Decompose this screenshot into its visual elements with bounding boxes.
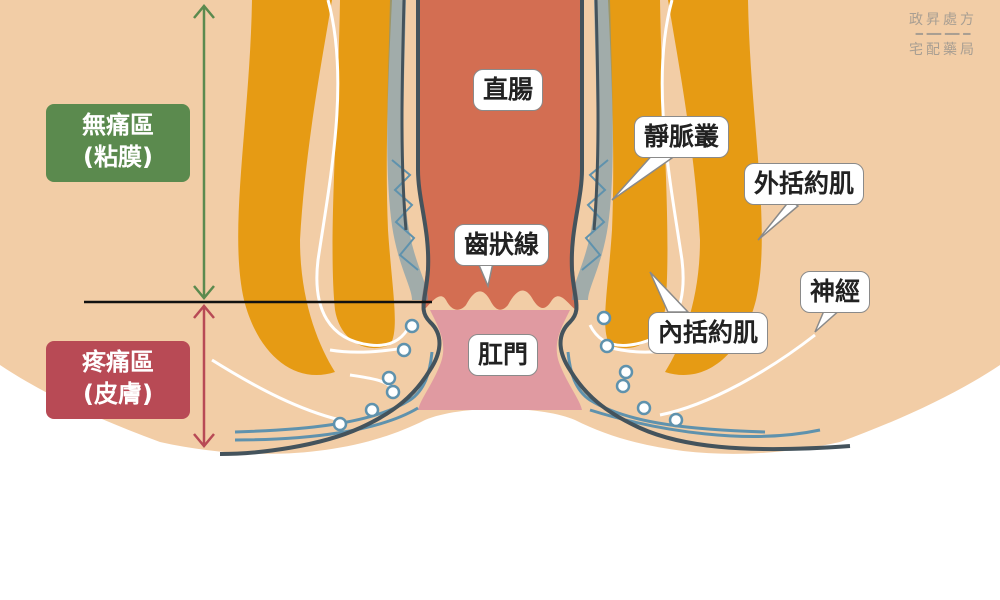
internal-sphincter-label: 內括約肌 [648, 312, 769, 354]
painless-zone-label: 無痛區 (粘膜) [46, 104, 190, 182]
brand-line-2: 宅配藥局 [909, 41, 977, 58]
painful-zone-subtitle: (皮膚) [83, 379, 153, 408]
painless-zone-subtitle: (粘膜) [83, 142, 153, 171]
outer-wall-right [592, 0, 600, 231]
painless-arrow [193, 4, 215, 300]
painful-zone-label: 疼痛區 (皮膚) [46, 341, 190, 419]
outer-wall-left [400, 0, 408, 231]
external-sphincter-right [665, 0, 762, 376]
painful-zone-title: 疼痛區 [82, 348, 154, 376]
wall-outline-right [558, 0, 851, 452]
callout-pointers [474, 151, 844, 333]
venous-plexus-right [572, 0, 613, 301]
external-sphincter-left [238, 0, 335, 376]
nerve-label: 神經 [800, 271, 871, 313]
nerve-left-1 [315, 0, 412, 347]
nerve-right-1 [588, 0, 685, 347]
wall-outline-left [219, 0, 442, 456]
anus-label: 肛門 [468, 334, 539, 376]
lower-vessel-left-2 [234, 406, 419, 442]
painless-zone-title: 無痛區 [82, 111, 154, 139]
external-sphincter-label: 外括約肌 [744, 163, 865, 205]
nerve-endings [332, 310, 684, 432]
nerve-left-2 [211, 358, 341, 422]
brand-watermark: 政昇處方 ━ ━━ ━━ ━ 宅配藥局 [900, 12, 986, 58]
dentate-line-label: 齒狀線 [454, 224, 550, 266]
venous-plexus-label: 靜脈叢 [634, 116, 730, 158]
painful-arrow [193, 304, 215, 448]
brand-line-1: 政昇處方 [909, 12, 977, 28]
venous-plexus-left [387, 0, 428, 301]
rectum-label: 直腸 [473, 69, 544, 111]
internal-sphincter-left [332, 0, 395, 349]
brand-divider: ━ ━━ ━━ ━ [915, 27, 971, 42]
nerve-right-2 [659, 333, 816, 417]
